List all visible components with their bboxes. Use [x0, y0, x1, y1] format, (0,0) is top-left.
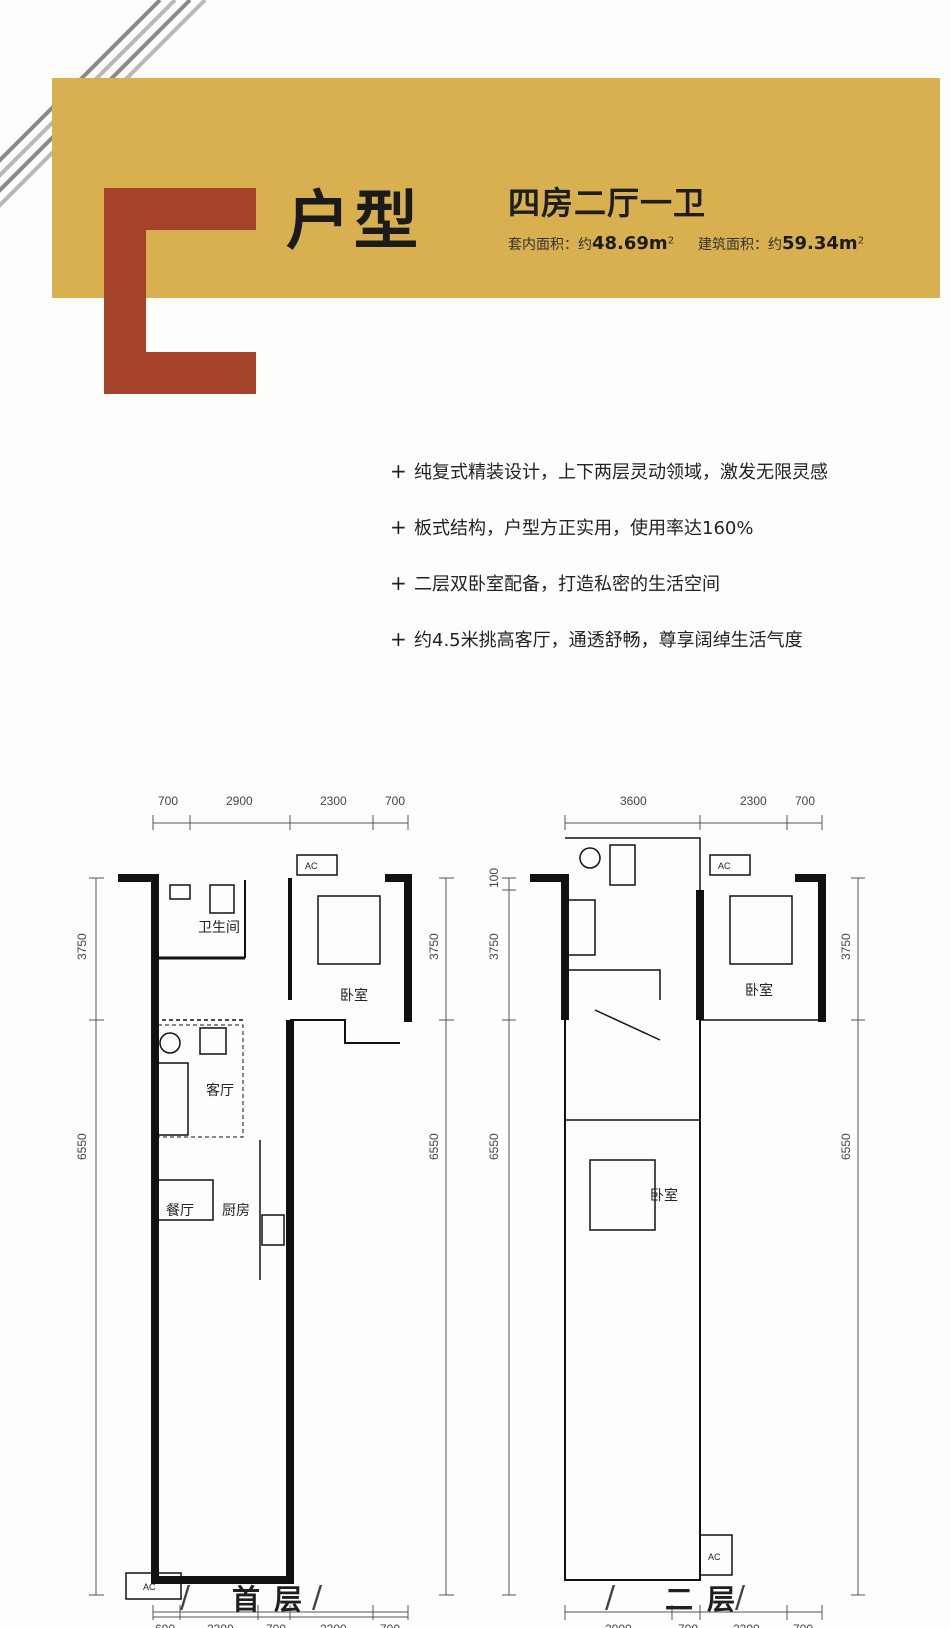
floor1-dims: 700 2900 2300 700 600 2300 700 2300 700 … — [75, 794, 441, 1628]
room-bedroom: 卧室 — [650, 1187, 678, 1203]
plus-icon: + — [390, 515, 407, 539]
dim-label: 6550 — [487, 1133, 501, 1160]
slash-decoration: / — [735, 1580, 746, 1615]
dim-label: 700 — [793, 1622, 813, 1628]
dim-label: 3750 — [75, 933, 89, 960]
dim-label: 3600 — [620, 794, 647, 808]
dim-label: 2300 — [320, 794, 347, 808]
ac-label: AC — [305, 861, 318, 871]
dim-label: 2900 — [226, 794, 253, 808]
ac-label: AC — [143, 1582, 156, 1592]
room-kitchen: 厨房 — [222, 1202, 250, 1218]
feature-item: + 纯复式精装设计，上下两层灵动领域，激发无限灵感 — [390, 443, 930, 499]
dim-label: 6550 — [839, 1133, 853, 1160]
dim-label: 2900 — [605, 1622, 632, 1628]
room-dining: 餐厅 — [166, 1202, 194, 1218]
inner-area-value: 48.69m — [592, 233, 668, 254]
dim-label: 700 — [158, 794, 178, 808]
floor2-dims: 3600 2300 700 2900 700 2300 700 100 3750… — [487, 794, 853, 1628]
feature-text: 纯复式精装设计，上下两层灵动领域，激发无限灵感 — [414, 462, 828, 483]
dim-label: 3750 — [427, 933, 441, 960]
build-area-label: 建筑面积：约 — [698, 237, 782, 253]
c-letter-logo — [104, 188, 256, 394]
layout-type: 四房二厅一卫 — [508, 184, 707, 222]
floor2-rooms: 卧室 卧室 AC AC — [650, 861, 773, 1562]
feature-text: 板式结构，户型方正实用，使用率达160% — [414, 518, 754, 539]
room-bedroom: 卧室 — [745, 982, 773, 998]
dim-label: 6550 — [75, 1133, 89, 1160]
dim-label: 700 — [795, 794, 815, 808]
floor1-plan — [118, 854, 412, 1600]
inner-area-label: 套内面积：约 — [508, 237, 592, 253]
ac-label: AC — [718, 861, 731, 871]
floor1-rooms: 卫生间 卧室 客厅 餐厅 厨房 AC AC — [143, 861, 368, 1592]
feature-item: + 约4.5米挑高客厅，通透舒畅，尊享阔绰生活气度 — [390, 611, 930, 667]
dim-label: 2300 — [733, 1622, 760, 1628]
room-bath: 卫生间 — [198, 919, 240, 935]
dim-label: 700 — [385, 794, 405, 808]
build-area-value: 59.34m — [782, 233, 858, 254]
area-unit-sup: 2 — [857, 235, 865, 247]
dim-label: 2300 — [207, 1622, 234, 1628]
feature-list: + 纯复式精装设计，上下两层灵动领域，激发无限灵感 + 板式结构，户型方正实用，使用… — [390, 443, 930, 667]
dim-label: 2300 — [320, 1622, 347, 1628]
room-living: 客厅 — [206, 1082, 234, 1098]
dim-label: 600 — [155, 1622, 175, 1628]
dim-label: 700 — [266, 1622, 286, 1628]
page-title: 户型 — [286, 184, 422, 259]
dim-label: 700 — [380, 1622, 400, 1628]
dim-label: 6550 — [427, 1133, 441, 1160]
feature-text: 约4.5米挑高客厅，通透舒畅，尊享阔绰生活气度 — [414, 630, 803, 651]
dim-label: 3750 — [839, 933, 853, 960]
feature-text: 二层双卧室配备，打造私密的生活空间 — [414, 574, 720, 595]
plus-icon: + — [390, 459, 407, 483]
dim-label: 2300 — [740, 794, 767, 808]
feature-item: + 二层双卧室配备，打造私密的生活空间 — [390, 555, 930, 611]
room-bedroom: 卧室 — [340, 987, 368, 1003]
floor2-label: 二层 — [665, 1583, 750, 1616]
plus-icon: + — [390, 627, 407, 651]
area-unit-sup: 2 — [667, 235, 675, 247]
floor2-plan — [530, 837, 826, 1581]
inner-area: 套内面积：约48.69m2 — [508, 233, 674, 254]
feature-item: + 板式结构，户型方正实用，使用率达160% — [390, 499, 930, 555]
dim-label: 3750 — [487, 933, 501, 960]
slash-decoration: / — [605, 1580, 616, 1615]
floor1-label: 首层 — [232, 1583, 317, 1616]
plus-icon: + — [390, 571, 407, 595]
ac-label: AC — [708, 1552, 721, 1562]
slash-decoration: / — [180, 1580, 191, 1615]
dim-label: 700 — [678, 1622, 698, 1628]
dim-label: 100 — [487, 868, 501, 888]
build-area: 建筑面积：约59.34m2 — [698, 233, 864, 254]
slash-decoration: / — [312, 1580, 323, 1615]
